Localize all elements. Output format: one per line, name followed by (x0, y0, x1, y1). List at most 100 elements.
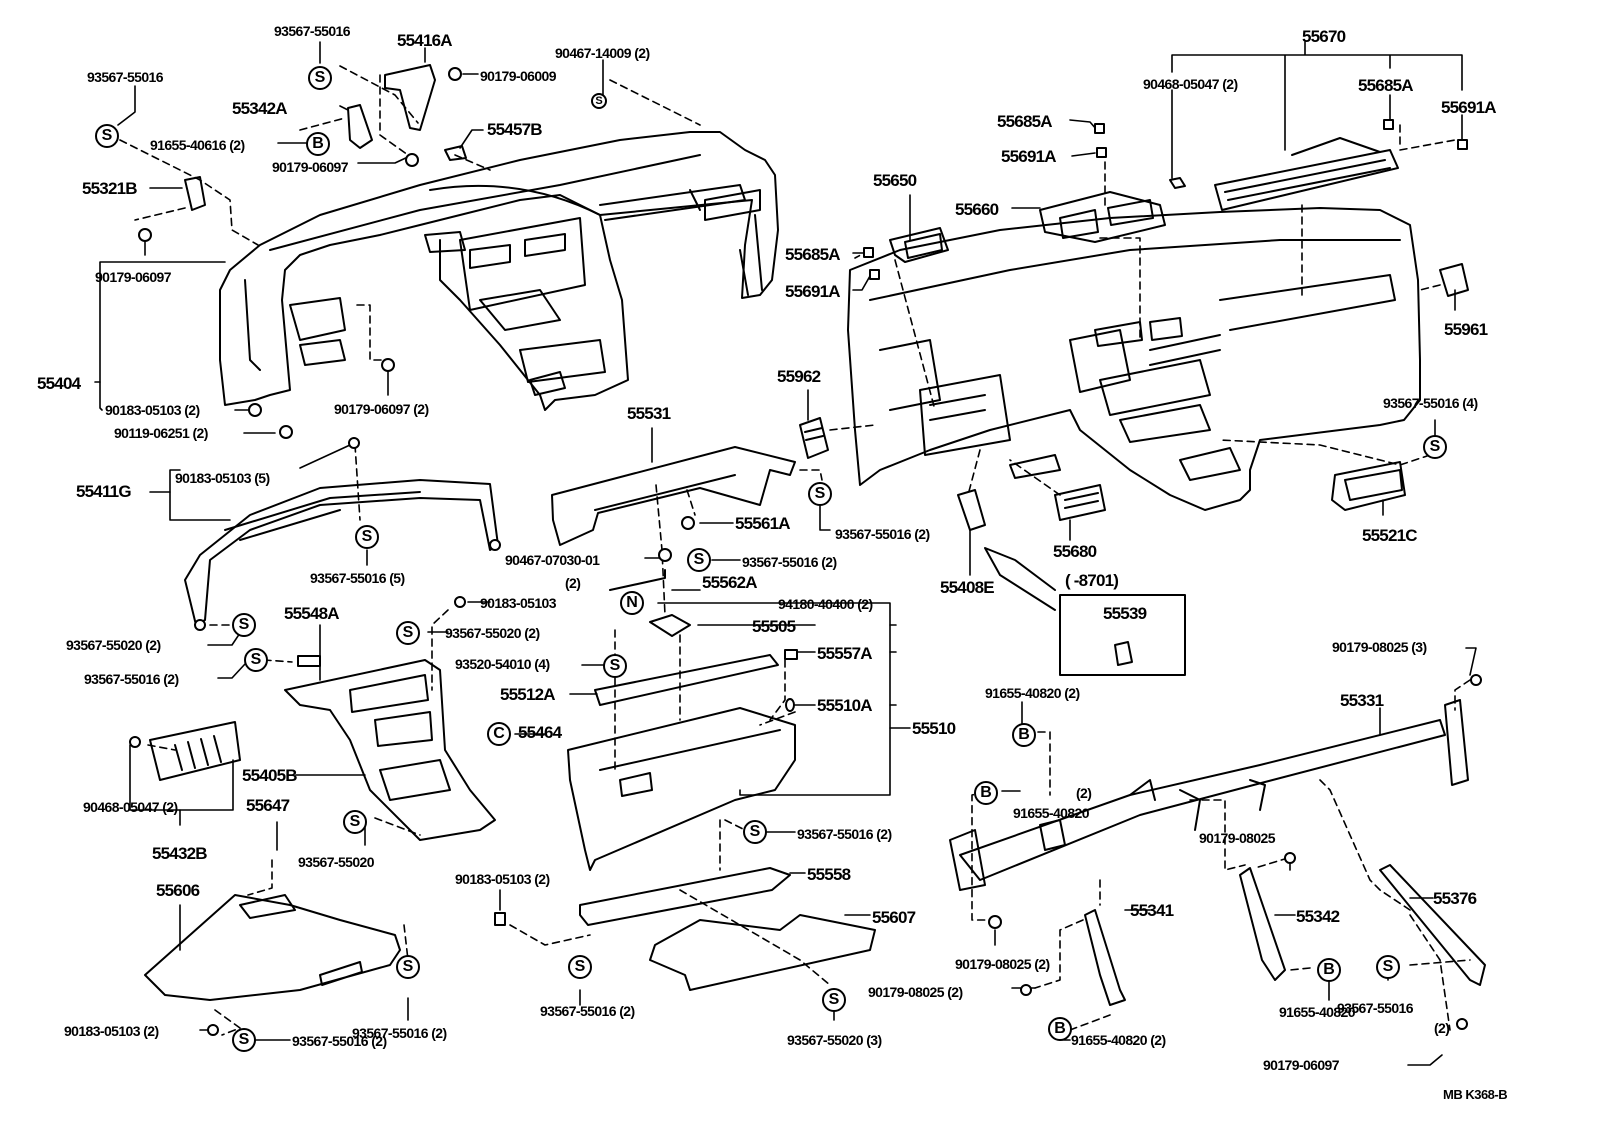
part-label: 55962 (777, 367, 821, 386)
part-label: 93567-55016 (2) (540, 1003, 635, 1019)
date-range-note: ( -8701) (1065, 571, 1119, 590)
part-label: 93567-55016 (1337, 1000, 1414, 1016)
part-label: 91655-40616 (2) (150, 137, 245, 153)
screw-symbol: S (396, 955, 420, 979)
screw-symbol: S (808, 482, 832, 506)
part-label: 93567-55016 (5) (310, 570, 405, 586)
part-label: 90183-05103 (2) (64, 1023, 159, 1039)
part-label: 55464 (518, 723, 562, 742)
clip-symbol: C (487, 722, 511, 746)
vent-55660 (1040, 192, 1165, 242)
clip-55457B (445, 146, 466, 160)
part-label: 93567-55016 (2) (797, 826, 892, 842)
part-label: 55660 (955, 200, 999, 219)
part-label: 55647 (246, 796, 290, 815)
glove-box-55510 (568, 655, 795, 870)
bolt-symbol: B (1048, 1017, 1072, 1041)
catch-55505 (650, 615, 690, 636)
bracket-55607 (650, 915, 875, 990)
bolt-symbol: B (1012, 723, 1036, 747)
screw-symbol: S (568, 955, 592, 979)
screw-symbol: S (743, 820, 767, 844)
trim-55411G (185, 480, 498, 625)
part-label: (2) (565, 575, 581, 591)
part-label: 90467-07030-01 (505, 552, 600, 568)
part-label: 55558 (807, 865, 851, 884)
part-label: 55457B (487, 120, 543, 139)
part-label: 90179-08025 (3) (1332, 639, 1427, 655)
part-label: 55606 (156, 881, 200, 900)
part-label: 93567-55016 (2) (84, 671, 179, 687)
screw-symbol: S (232, 613, 256, 637)
part-label: 55342A (232, 99, 288, 118)
center-cluster-55405B (150, 660, 495, 840)
part-label: 90179-06097 (1263, 1057, 1340, 1073)
screw-symbol: S (687, 548, 711, 572)
screw-symbol: S (396, 621, 420, 645)
part-label: 55521C (1362, 526, 1418, 545)
part-label: 91655-40820 (2) (985, 685, 1080, 701)
screw-symbol: S (603, 654, 627, 678)
part-label: 93567-55020 (298, 854, 375, 870)
part-label: 55416A (397, 31, 453, 50)
part-label: 55670 (1302, 27, 1346, 46)
switch-55680 (1055, 485, 1105, 520)
part-label: 90183-05103 (5) (175, 470, 270, 486)
part-label: 91655-40820 (1013, 805, 1090, 821)
part-label: 93567-55016 (2) (352, 1025, 447, 1041)
screw-symbol: S (591, 93, 607, 109)
screw-symbol: S (95, 124, 119, 148)
part-label: 93567-55020 (2) (445, 625, 540, 641)
part-label: 90179-06097 (2) (334, 401, 429, 417)
part-label: 55691A (1441, 98, 1497, 117)
part-label: 55561A (735, 514, 791, 533)
part-label: 93567-55016 (2) (835, 526, 930, 542)
part-label: 55432B (152, 844, 208, 863)
part-label: 93567-55020 (2) (66, 637, 161, 653)
upper-dashboard-left (220, 132, 778, 410)
part-label: 55548A (284, 604, 340, 623)
lower-dashboard-right (848, 208, 1420, 510)
part-label: 90468-05047 (2) (1143, 76, 1238, 92)
inset-arrow (985, 548, 1055, 610)
part-label: 90179-08025 (1199, 830, 1276, 846)
rail-55558 (580, 868, 790, 925)
reinforcement-55331 (950, 700, 1468, 890)
part-label: 55691A (1001, 147, 1057, 166)
part-label: 90183-05103 (480, 595, 557, 611)
fasteners (130, 68, 1481, 1035)
part-label: 93567-55016 (274, 23, 351, 39)
inset-box-55539 (1060, 595, 1185, 675)
vent-panel-55670 (1170, 138, 1398, 210)
part-label: 55512A (500, 685, 556, 704)
part-label: 55321B (82, 179, 138, 198)
part-label: (2) (1434, 1020, 1450, 1036)
screw-symbol: S (244, 648, 268, 672)
part-label: 90179-08025 (2) (868, 984, 963, 1000)
screw-symbol: S (1423, 435, 1447, 459)
part-label: 55404 (37, 374, 81, 393)
bolt-symbol: B (306, 132, 330, 156)
inset-part-label: 55539 (1103, 604, 1147, 623)
part-label: 55650 (873, 171, 917, 190)
leader-lines (95, 42, 1476, 1065)
brace-55376 (1380, 865, 1485, 985)
part-label: 55607 (872, 908, 916, 927)
part-label: 55510A (817, 696, 873, 715)
part-label: 94180-40400 (2) (778, 596, 873, 612)
part-label: 55331 (1340, 691, 1384, 710)
part-label: 93520-54010 (4) (455, 656, 550, 672)
part-label: 55342 (1296, 907, 1340, 926)
bracket-55408E (958, 490, 985, 530)
part-label: 55961 (1444, 320, 1488, 339)
inset-part-55539 (1115, 642, 1132, 665)
catalog-code: MB K368-B (1443, 1087, 1508, 1102)
part-label: 90467-14009 (2) (555, 45, 650, 61)
part-label: 55562A (702, 573, 758, 592)
part-label: 90179-06097 (272, 159, 349, 175)
bracket-55342A (348, 105, 372, 148)
panel-55531 (552, 447, 795, 545)
part-label: 90183-05103 (2) (105, 402, 200, 418)
screw-symbol: S (232, 1028, 256, 1052)
part-label: 93567-55016 (2) (742, 554, 837, 570)
